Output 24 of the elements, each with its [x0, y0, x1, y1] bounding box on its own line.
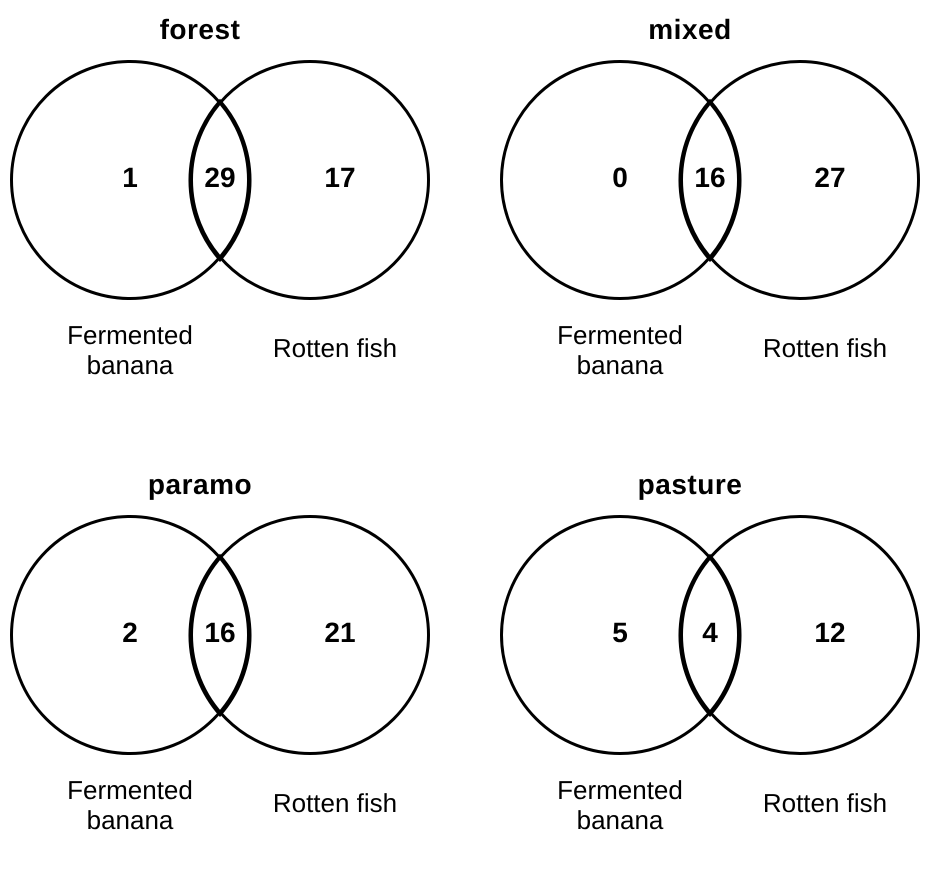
panel-title: paramo	[146, 469, 254, 501]
set-label: Fermented banana	[66, 320, 194, 380]
count-label: 0	[611, 162, 629, 194]
set-label: Rotten fish	[272, 333, 398, 363]
count-label: 4	[701, 616, 719, 649]
set-label: Rotten fish	[762, 333, 888, 363]
set-label: Fermented banana	[556, 775, 684, 835]
count-label: 5	[611, 617, 629, 649]
set-label: Fermented banana	[66, 775, 194, 835]
count-label: 21	[323, 617, 357, 649]
count-label: 16	[693, 162, 727, 194]
panel-title: forest	[158, 14, 242, 46]
panel-title: mixed	[647, 14, 733, 46]
count-label: 2	[121, 617, 139, 649]
count-label: 27	[813, 162, 847, 194]
count-label: 1	[121, 162, 139, 194]
set-label: Rotten fish	[762, 788, 888, 818]
count-label: 12	[813, 617, 847, 649]
panel-title: pasture	[636, 469, 744, 501]
set-label: Fermented banana	[556, 320, 684, 380]
count-label: 17	[323, 162, 357, 194]
count-label: 29	[203, 162, 237, 194]
count-label: 16	[203, 616, 237, 649]
set-label: Rotten fish	[272, 788, 398, 818]
